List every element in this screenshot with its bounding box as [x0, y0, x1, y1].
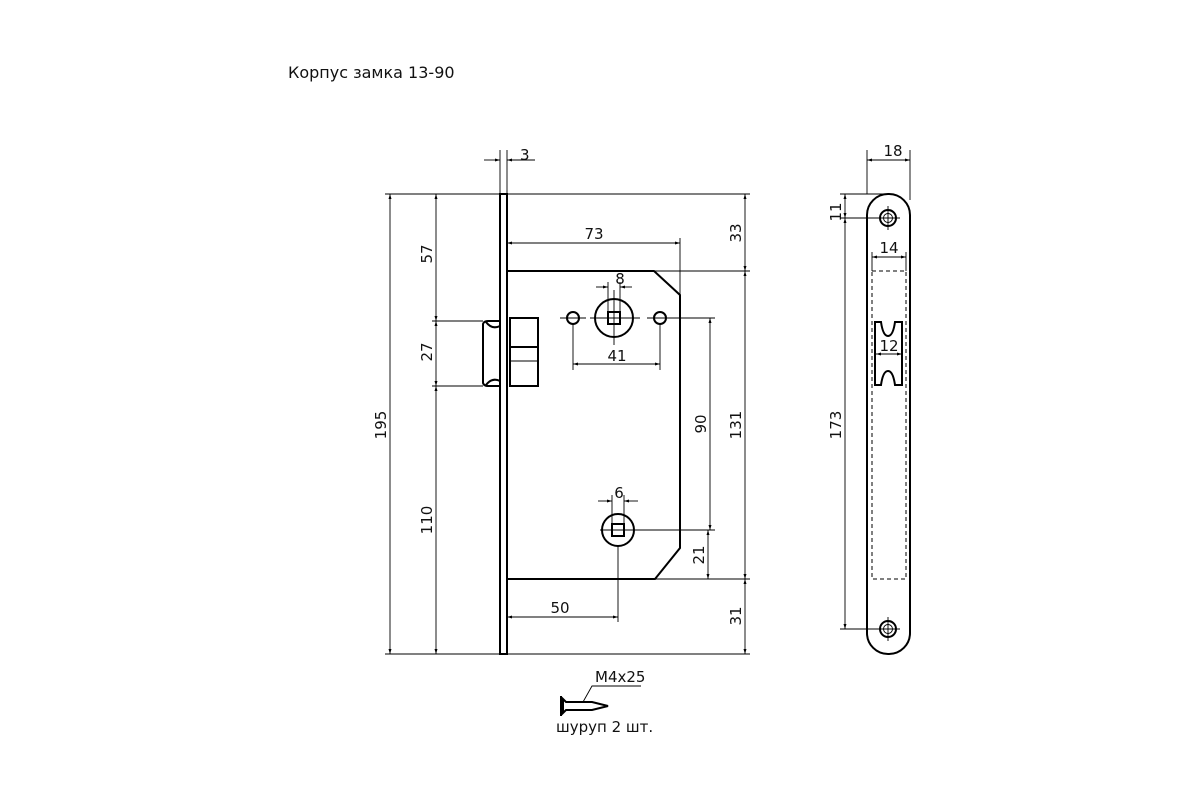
screw-callout: M4x25 шуруп 2 шт. — [556, 668, 653, 736]
front-view: 3 195 57 27 110 73 33 131 31 8 41 90 21 … — [372, 146, 750, 655]
dim-top-to-latch: 57 — [418, 244, 436, 263]
dim-lower-to-bottom: 21 — [690, 545, 708, 564]
extension-lines — [385, 150, 750, 655]
dim-latch-width: 12 — [879, 337, 898, 355]
dim-hole-offset: 11 — [827, 202, 845, 221]
dim-plate-width: 18 — [883, 142, 902, 160]
hidden-case-outline — [871, 270, 907, 580]
screw-icon — [560, 696, 609, 716]
latch-side — [874, 321, 903, 386]
dim-faceplate-thickness: 3 — [520, 146, 530, 164]
side-view: 18 11 173 14 12 — [827, 142, 911, 655]
dim-lower-square: 6 — [614, 484, 624, 502]
dim-cutout-width: 14 — [879, 239, 898, 257]
spindle-hub — [590, 290, 640, 345]
lower-hub — [600, 513, 636, 547]
dim-top-offset: 33 — [727, 223, 745, 242]
dim-bottom-offset: 31 — [727, 606, 745, 625]
dim-latch-to-bottom: 110 — [418, 506, 436, 535]
screw-size: M4x25 — [595, 668, 645, 686]
dim-latch-height: 27 — [418, 342, 436, 361]
dim-center-distance: 90 — [692, 414, 710, 433]
faceplate-holes — [876, 206, 900, 641]
latch-bolt — [482, 317, 539, 387]
dim-backset: 50 — [550, 599, 569, 617]
dim-body-height: 131 — [727, 411, 745, 440]
dim-body-depth: 73 — [584, 225, 603, 243]
screw-note: шуруп 2 шт. — [556, 718, 653, 736]
dim-hole-spacing: 173 — [827, 411, 845, 440]
drawing-title: Корпус замка 13-90 — [288, 63, 455, 82]
faceplate — [499, 193, 508, 655]
dim-spindle-square: 8 — [615, 270, 625, 288]
dimension-lines — [388, 158, 747, 654]
dim-screw-hole-spacing: 41 — [607, 347, 626, 365]
dim-total-height: 195 — [372, 411, 390, 440]
faceplate-side — [866, 193, 911, 655]
